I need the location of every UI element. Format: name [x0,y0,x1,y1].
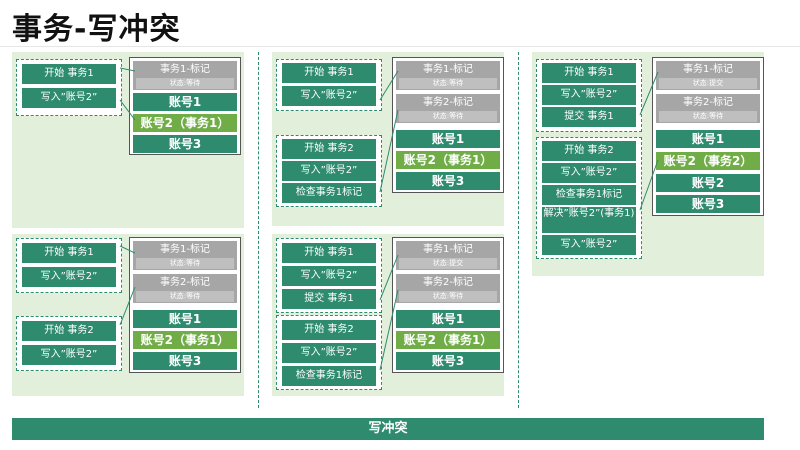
account-2-txn2: 账号2（事务2） [656,152,760,170]
op-begin-txn2: 开始 事务2 [282,139,376,159]
txn2-mark-status: 状态:等待 [399,111,497,122]
op-commit-txn1: 提交 事务1 [282,289,376,309]
txn1-mark-status: 状态:提交 [399,258,497,269]
column-separator [258,52,259,408]
txn1-mark-label: 事务1-标记 [423,64,473,75]
txn2-mark-status: 状态:等待 [659,111,757,122]
op-check-txn1-mark: 检查事务1标记 [282,366,376,386]
op-resolve-account2: 解决”账号2”(事务1) [542,207,636,233]
txn1-mark: 事务1-标记 状态:等待 [396,61,500,90]
record-stack: 事务1-标记 状态:等待 事务2-标记 状态:等待 账号1 账号2（事务1） 账… [392,57,504,193]
txn1-mark-label: 事务1-标记 [683,64,733,75]
account-3: 账号3 [396,352,500,370]
account-1: 账号1 [396,310,500,328]
txn1-ops-group: 开始 事务1 写入”账号2” 提交 事务1 [536,59,642,132]
record-stack: 事务1-标记 状态:等待 事务2-标记 状态:等待 账号1 账号2（事务1） 账… [129,237,241,373]
title-divider [0,46,800,47]
txn1-ops-group: 开始 事务1 写入”账号2” [16,238,122,293]
txn1-mark-status: 状态:等待 [136,258,234,269]
op-begin-txn1: 开始 事务1 [542,63,636,83]
txn1-ops-group: 开始 事务1 写入”账号2” 提交 事务1 [276,238,382,313]
account-3: 账号3 [133,135,237,153]
op-write-account2-final: 写入”账号2” [542,235,636,255]
txn2-mark: 事务2-标记 状态:等待 [396,94,500,123]
op-begin-txn1: 开始 事务1 [22,243,116,263]
txn2-ops-group: 开始 事务2 写入”账号2” [16,316,122,371]
op-write-account2: 写入”账号2” [282,161,376,181]
txn2-ops-group: 开始 事务2 写入”账号2” 检查事务1标记 [276,135,382,207]
op-write-account2: 写入”账号2” [22,88,116,108]
op-write-account2: 写入”账号2” [542,85,636,105]
account-2: 账号2 [656,174,760,192]
txn1-mark: 事务1-标记 状态:提交 [656,61,760,90]
op-write-account2: 写入”账号2” [22,345,116,365]
op-write-account2: 写入”账号2” [282,266,376,286]
op-begin-txn1: 开始 事务1 [282,243,376,263]
page-title: 事务-写冲突 [12,12,181,47]
txn1-mark: 事务1-标记 状态:提交 [396,241,500,270]
account-2-txn1: 账号2（事务1） [396,151,500,169]
txn1-mark-label: 事务1-标记 [160,64,210,75]
txn1-mark-status: 状态:等待 [136,78,234,89]
account-3: 账号3 [656,195,760,213]
op-write-account2: 写入”账号2” [282,343,376,363]
write-conflict-banner: 写冲突 [12,418,764,440]
txn1-ops-group: 开始 事务1 写入”账号2” [16,59,122,116]
op-begin-txn2: 开始 事务2 [542,141,636,161]
record-stack: 事务1-标记 状态:等待 账号1 账号2（事务1） 账号3 [129,57,241,155]
txn1-mark-label: 事务1-标记 [423,244,473,255]
op-begin-txn2: 开始 事务2 [22,321,116,341]
txn2-mark-label: 事务2-标记 [423,277,473,288]
txn2-ops-group: 开始 事务2 写入”账号2” 检查事务1标记 [276,315,382,390]
txn2-mark-status: 状态:等待 [136,291,234,302]
op-write-account2: 写入”账号2” [22,267,116,287]
txn2-mark-status: 状态:等待 [399,291,497,302]
account-3: 账号3 [133,352,237,370]
txn2-mark-label: 事务2-标记 [423,97,473,108]
op-write-account2: 写入”账号2” [282,86,376,106]
account-3: 账号3 [396,172,500,190]
txn1-mark: 事务1-标记 状态:等待 [133,241,237,270]
op-write-account2: 写入”账号2” [542,163,636,183]
txn2-mark-label: 事务2-标记 [160,277,210,288]
account-1: 账号1 [396,130,500,148]
account-1: 账号1 [133,310,237,328]
account-2-txn1: 账号2（事务1） [133,114,237,132]
account-2-txn1: 账号2（事务1） [133,331,237,349]
op-check-txn1-mark: 检查事务1标记 [542,185,636,205]
txn1-mark-label: 事务1-标记 [160,244,210,255]
record-stack: 事务1-标记 状态:提交 事务2-标记 状态:等待 账号1 账号2（事务2） 账… [652,57,764,216]
txn1-mark-status: 状态:等待 [399,78,497,89]
op-check-txn1-mark: 检查事务1标记 [282,183,376,203]
account-1: 账号1 [133,93,237,111]
op-begin-txn1: 开始 事务1 [282,63,376,83]
op-commit-txn1: 提交 事务1 [542,107,636,127]
txn2-ops-group: 开始 事务2 写入”账号2” 检查事务1标记 解决”账号2”(事务1) 写入”账… [536,137,642,259]
txn1-mark-status: 状态:提交 [659,78,757,89]
record-stack: 事务1-标记 状态:提交 事务2-标记 状态:等待 账号1 账号2（事务1） 账… [392,237,504,373]
txn2-mark: 事务2-标记 状态:等待 [133,274,237,303]
txn1-ops-group: 开始 事务1 写入”账号2” [276,59,382,111]
account-1: 账号1 [656,130,760,148]
op-begin-txn2: 开始 事务2 [282,320,376,340]
txn1-mark: 事务1-标记 状态:等待 [133,61,237,90]
op-begin-txn1: 开始 事务1 [22,64,116,84]
column-separator [518,52,519,408]
txn2-mark: 事务2-标记 状态:等待 [656,94,760,123]
txn2-mark: 事务2-标记 状态:等待 [396,274,500,303]
txn2-mark-label: 事务2-标记 [683,97,733,108]
account-2-txn1: 账号2（事务1） [396,331,500,349]
